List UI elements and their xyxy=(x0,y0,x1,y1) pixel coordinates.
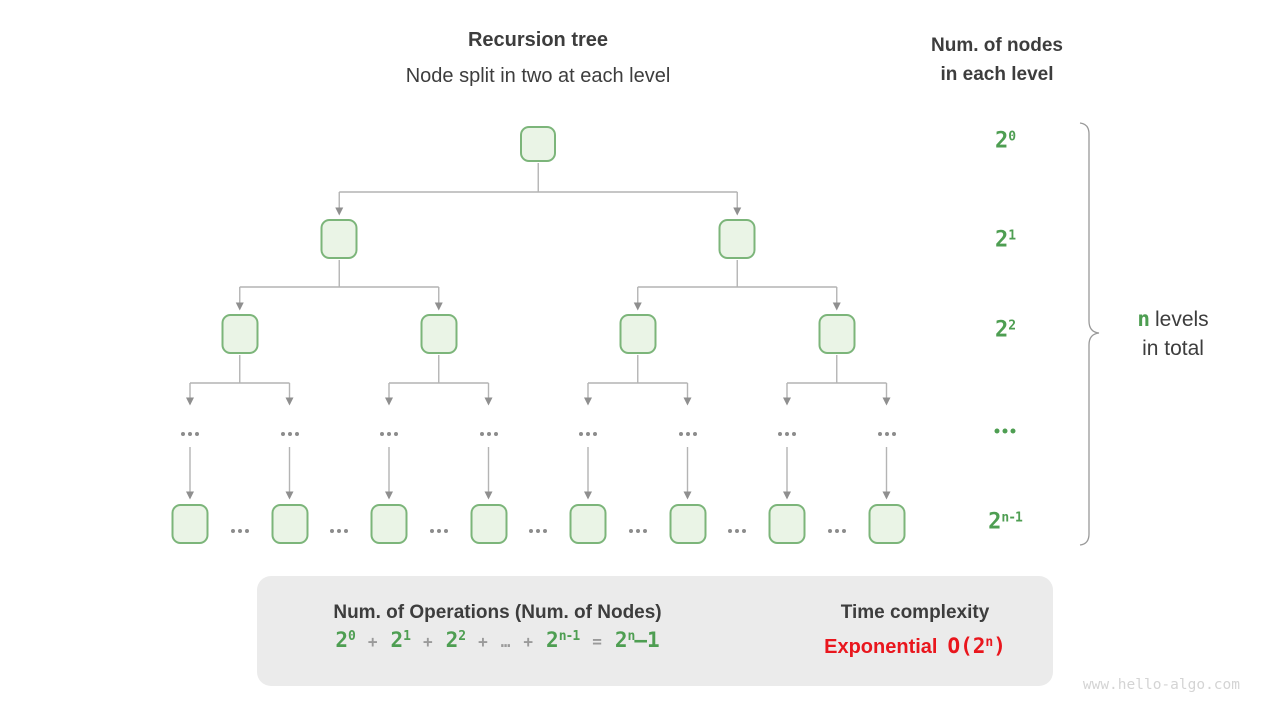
formula-token: … xyxy=(500,632,511,651)
time-complexity-title: Time complexity xyxy=(840,602,990,623)
n-variable: n xyxy=(1137,307,1150,331)
ellipsis-dots xyxy=(827,529,846,533)
tree-node-level-4 xyxy=(768,504,806,544)
diagram-subtitle: Node split in two at each level xyxy=(405,65,671,87)
ellipsis-dots xyxy=(628,529,647,533)
tree-node-level-2 xyxy=(420,314,458,354)
ellipsis-dots xyxy=(529,529,548,533)
formula-token: + xyxy=(523,632,534,651)
ellipsis-dots xyxy=(778,432,796,436)
tree-node-level-2 xyxy=(619,314,657,354)
formula-token: = xyxy=(592,632,602,651)
in-total-word: in total xyxy=(1142,337,1204,360)
tree-node-level-4 xyxy=(669,504,706,544)
connector-arrows xyxy=(186,192,891,500)
formula-token: 2n–1 xyxy=(614,628,660,652)
tree-node-level-4 xyxy=(171,504,209,544)
levels-brace xyxy=(1079,122,1100,546)
formula-token: 20 xyxy=(335,628,355,652)
operations-title: Num. of Operations (Num. of Nodes) xyxy=(333,602,662,623)
ellipsis-dots xyxy=(678,432,697,436)
right-panel-title-line2: in each level xyxy=(940,64,1054,85)
diagram-title: Recursion tree xyxy=(467,29,609,51)
right-panel-title-line1: Num. of nodes xyxy=(931,35,1063,56)
formula-token: + xyxy=(423,632,433,651)
formula-token: 21 xyxy=(390,628,411,652)
tree-node-level-1 xyxy=(320,219,358,259)
complexity-value: Exponential O(2n) xyxy=(795,634,1035,659)
formula-token: 22 xyxy=(445,628,466,652)
site-watermark: www.hello-algo.com xyxy=(1082,677,1240,693)
ellipsis-dots xyxy=(579,432,597,436)
ellipsis-dots xyxy=(994,428,1016,434)
ellipsis-dots xyxy=(429,529,448,533)
tree-node-level-4 xyxy=(370,504,408,544)
tree-node-level-1 xyxy=(718,219,756,259)
ellipsis-dots xyxy=(479,432,498,436)
formula-token: 2n-1 xyxy=(546,628,580,652)
big-o-expression: O(2n) xyxy=(947,634,1006,658)
tree-node-level-2 xyxy=(221,314,259,354)
ellipsis-dots xyxy=(877,432,896,436)
tree-node-level-4 xyxy=(470,504,507,544)
complexity-word: Exponential xyxy=(824,636,938,658)
right-panel-title: Num. of nodes in each level xyxy=(877,31,1117,89)
level-count-label: 22 xyxy=(994,317,1016,343)
formula-token: + xyxy=(478,632,488,651)
level-count-label: 21 xyxy=(994,227,1016,253)
formula-token: + xyxy=(367,632,378,651)
ellipsis-dots xyxy=(181,432,199,436)
ellipsis-dots xyxy=(330,529,349,533)
summary-box: Num. of Operations (Num. of Nodes) 20 +21… xyxy=(257,576,1053,686)
tree-node-level-4 xyxy=(868,504,905,544)
tree-node-level-2 xyxy=(818,314,856,354)
connector-lines xyxy=(190,163,887,384)
ellipsis-dots xyxy=(230,529,249,533)
tree-node-level-4 xyxy=(271,504,308,544)
level-count-label: 20 xyxy=(994,128,1016,154)
ellipsis-dots xyxy=(380,432,398,436)
operations-formula: 20 +21 +22 + … +2n-1 = 2n–1 xyxy=(275,628,720,662)
tree-node-level-0 xyxy=(520,126,557,162)
levels-word: levels xyxy=(1154,308,1209,331)
ellipsis-dots xyxy=(280,432,299,436)
level-count-label: 2n-1 xyxy=(988,509,1023,535)
tree-node-level-4 xyxy=(569,504,607,544)
ellipsis-dots xyxy=(728,529,747,533)
